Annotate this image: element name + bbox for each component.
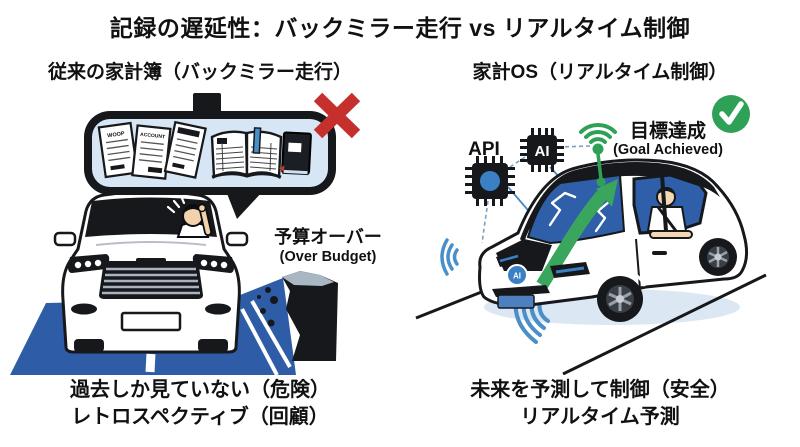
front-wheel [594,269,647,322]
pen-icon [252,127,262,154]
right-caption-line2: リアルタイム予測 [520,406,680,428]
api-label: API [468,139,500,160]
license-plate [120,311,182,332]
bumper-vent [492,285,550,297]
license-plate [497,294,535,309]
sonar-waves-front [440,238,459,276]
side-mirror [225,231,249,247]
ai-chip-icon: AI [520,128,564,172]
rearview-mirror: WOOP ACCOUNT [84,93,336,219]
red-x-icon [313,92,361,139]
page-title: 記録の遅延性：バックミラー走行 vs リアルタイム制御 [109,15,691,41]
wifi-icon [579,122,617,187]
green-check-icon [712,95,750,133]
svg-text:ACCOUNT: ACCOUNT [140,132,165,141]
receipt-icon: WOOP [97,121,139,179]
right-caption-line1: 未来を予測して制御（安全） [470,379,730,401]
worried-driver [166,194,212,238]
wheel [198,339,228,352]
debris [265,287,271,293]
goal-achieved-label-jp: 目標達成 [630,119,706,142]
svg-text:AI: AI [513,272,521,281]
svg-text:WOOP: WOOP [107,131,125,139]
arm-on-door [649,230,693,239]
road-line [415,289,485,320]
headlight-left [68,254,110,273]
left-caption: 過去しか見ていない（危険） レトロスペクティブ（回顧） [0,377,400,431]
side-window [632,173,708,239]
hood-line [95,241,207,246]
road-line [562,273,767,375]
left-car [53,190,249,354]
sweat-drop [166,205,176,214]
grille [99,258,203,299]
side-mirror [53,231,77,247]
goal-achieved-label-en: (Goal Achieved) [613,142,723,158]
closed-book-icon [279,131,312,176]
headlight-right [192,254,234,273]
headlights [496,251,590,278]
cliff-icon [257,271,338,361]
sweat-drop [179,194,186,205]
route-line [594,199,612,233]
right-panel-header: 家計OS（リアルタイム制御） [472,62,728,83]
debris [260,308,266,314]
debris [257,295,261,299]
b-pillar [660,174,668,232]
route-arrow [536,190,607,289]
road-dash [145,353,156,373]
car-ai-badge: AI [506,264,528,286]
fog-light [205,303,231,315]
api-chip-icon [465,156,515,206]
sweat-drop [172,199,181,209]
door-seam [635,238,641,290]
over-budget-label-en: (Over Budget) [280,249,377,265]
left-caption-line2: レトロスペクティブ（回顧） [71,406,329,428]
over-budget-label-jp: 予算オーバー [274,226,382,247]
left-illustration: WOOP ACCOUNT [10,92,382,375]
wheel [74,339,104,352]
right-illustration: AI [415,95,767,375]
right-caption: 未来を予測して制御（安全） リアルタイム予測 [400,377,800,431]
svg-text:AI: AI [535,143,550,160]
left-panel-header: 従来の家計簿（バックミラー走行） [47,62,352,83]
door-handle [652,251,667,255]
open-ledger-icon [210,127,283,180]
route-arrow-head [596,179,618,207]
road-edge-stripe [250,300,292,368]
receipt-icon [163,120,207,179]
left-caption-line1: 過去しか見ていない（危険） [70,379,330,401]
fog-light [71,303,97,315]
right-car: AI [478,158,749,322]
windshield-map [526,173,626,289]
road-edge-stripe [240,308,279,375]
route-line [548,191,577,227]
mirror-tail [226,191,263,219]
rear-wheel [699,238,737,276]
debris [270,296,278,304]
debris [267,319,275,327]
